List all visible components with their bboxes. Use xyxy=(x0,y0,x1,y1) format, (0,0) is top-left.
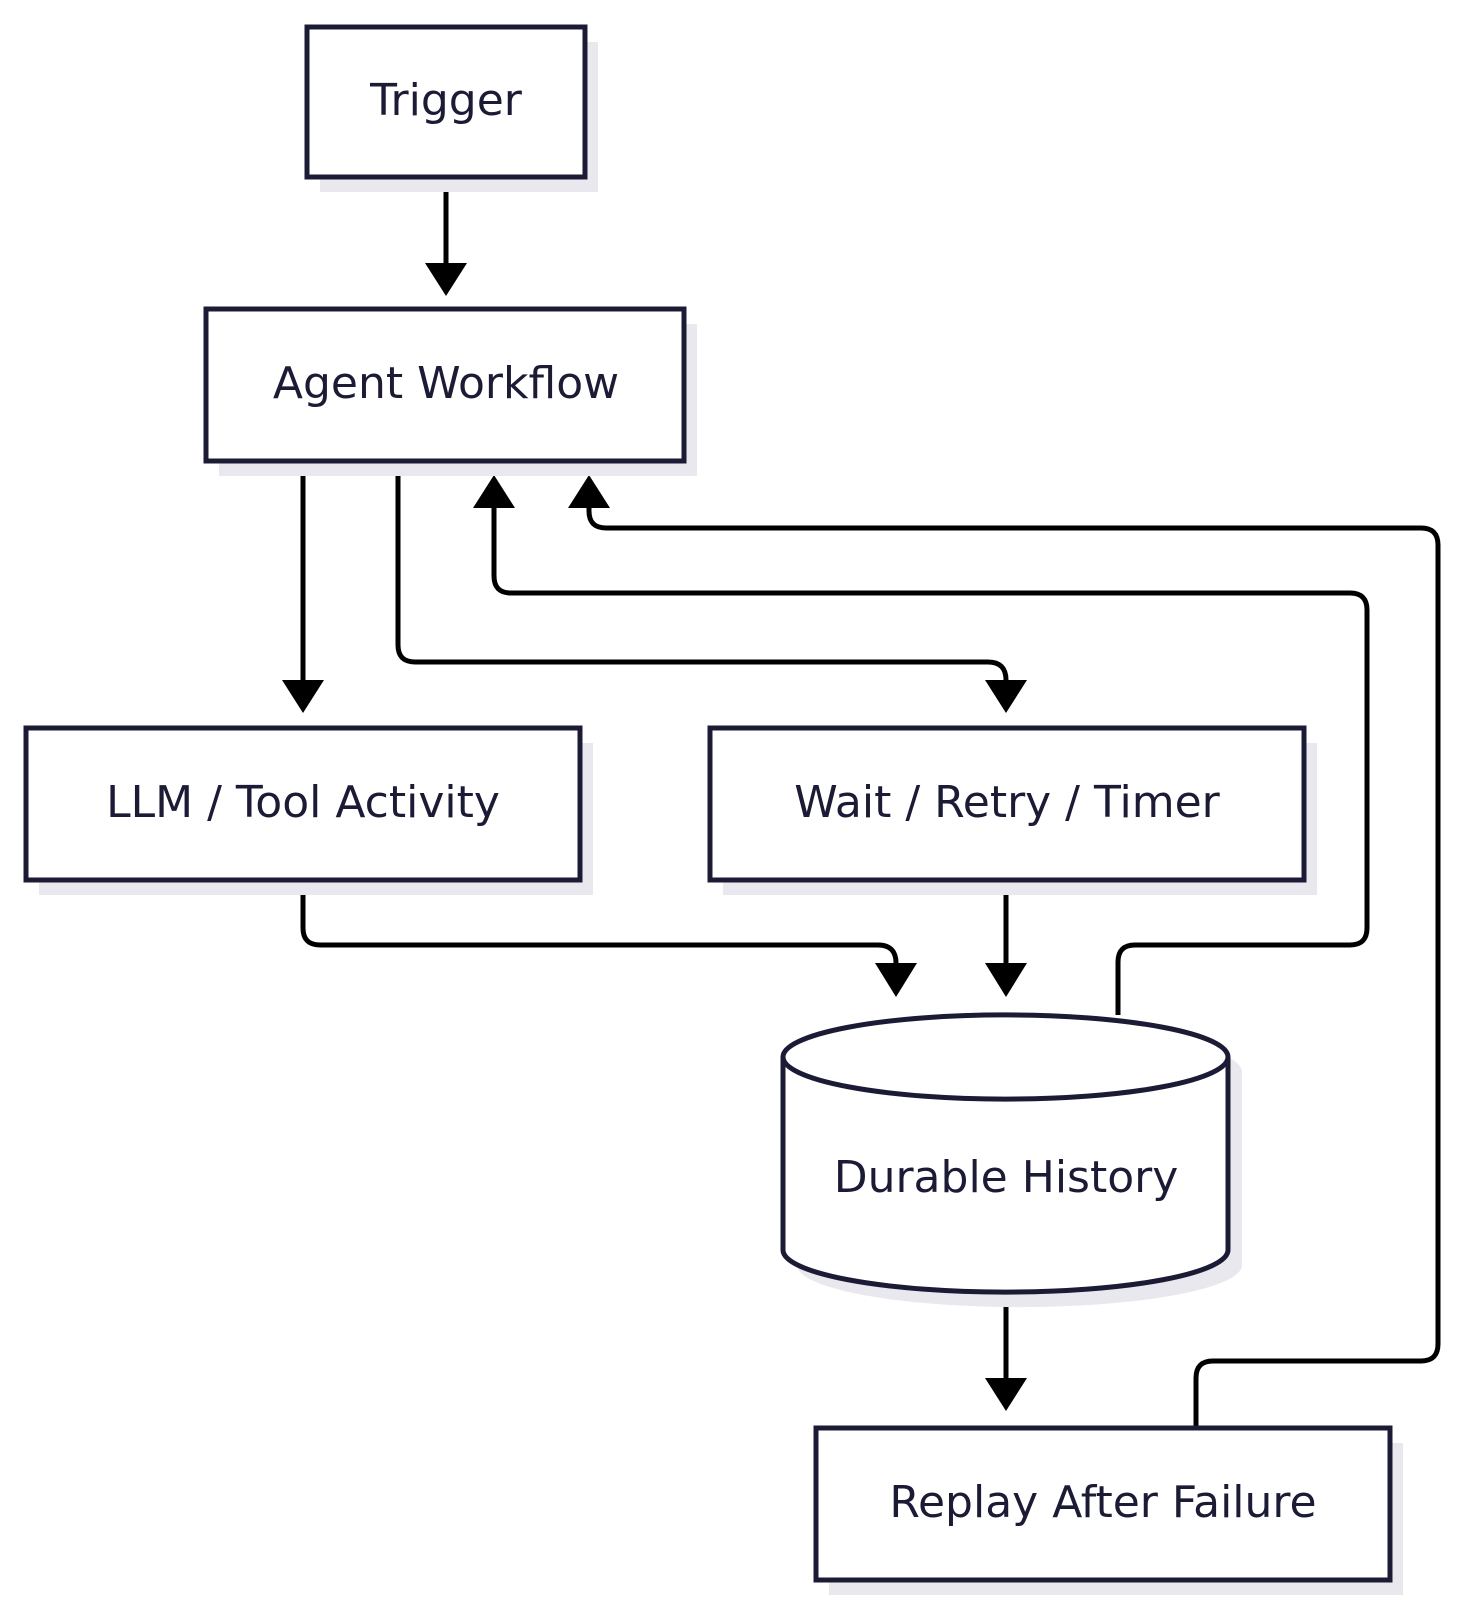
arrowhead-into-replay-after-failure xyxy=(985,1378,1027,1411)
node-llm-tool-activity: LLM / Tool Activity xyxy=(23,725,593,895)
edges xyxy=(282,179,1441,1426)
arrowhead-llm-into-durable-history xyxy=(875,963,917,997)
node-label-wait-retry-timer: Wait / Retry / Timer xyxy=(794,777,1220,828)
node-box xyxy=(304,24,588,180)
edge-durable-history-to-agent-workflow xyxy=(491,505,1370,1015)
node-label-durable-history: Durable History xyxy=(834,1152,1179,1203)
node-agent-workflow: Agent Workflow xyxy=(203,306,697,476)
node-box xyxy=(813,1425,1393,1583)
node-wait-retry-timer: Wait / Retry / Timer xyxy=(707,725,1317,895)
node-durable-history: Durable History xyxy=(780,1012,1242,1308)
edge-replay-after-failure-to-agent-workflow xyxy=(586,505,1441,1426)
node-replay-after-failure: Replay After Failure xyxy=(813,1425,1403,1595)
arrowhead-history-into-agent-workflow xyxy=(473,475,515,508)
node-label-replay-after-failure: Replay After Failure xyxy=(889,1477,1316,1528)
edge-agent-workflow-to-wait-retry-timer xyxy=(395,462,1009,683)
arrowhead-into-agent-workflow xyxy=(425,263,467,296)
arrowhead-replay-into-agent-workflow xyxy=(568,475,610,508)
cylinder-body xyxy=(780,1012,1231,1295)
node-label-agent-workflow: Agent Workflow xyxy=(273,358,619,409)
node-box xyxy=(23,725,583,883)
arrowhead-into-wait-retry-timer xyxy=(985,680,1027,713)
arrowhead-into-llm-tool-activity xyxy=(282,680,324,713)
node-box xyxy=(203,306,687,464)
node-label-trigger: Trigger xyxy=(369,75,523,126)
cylinder-top-rim xyxy=(780,1056,1231,1102)
arrowhead-wait-into-durable-history xyxy=(985,963,1027,997)
edge-llm-tool-activity-to-durable-history xyxy=(300,879,899,966)
node-label-llm-tool-activity: LLM / Tool Activity xyxy=(106,777,500,828)
node-trigger: Trigger xyxy=(304,24,598,192)
node-box xyxy=(707,725,1307,883)
